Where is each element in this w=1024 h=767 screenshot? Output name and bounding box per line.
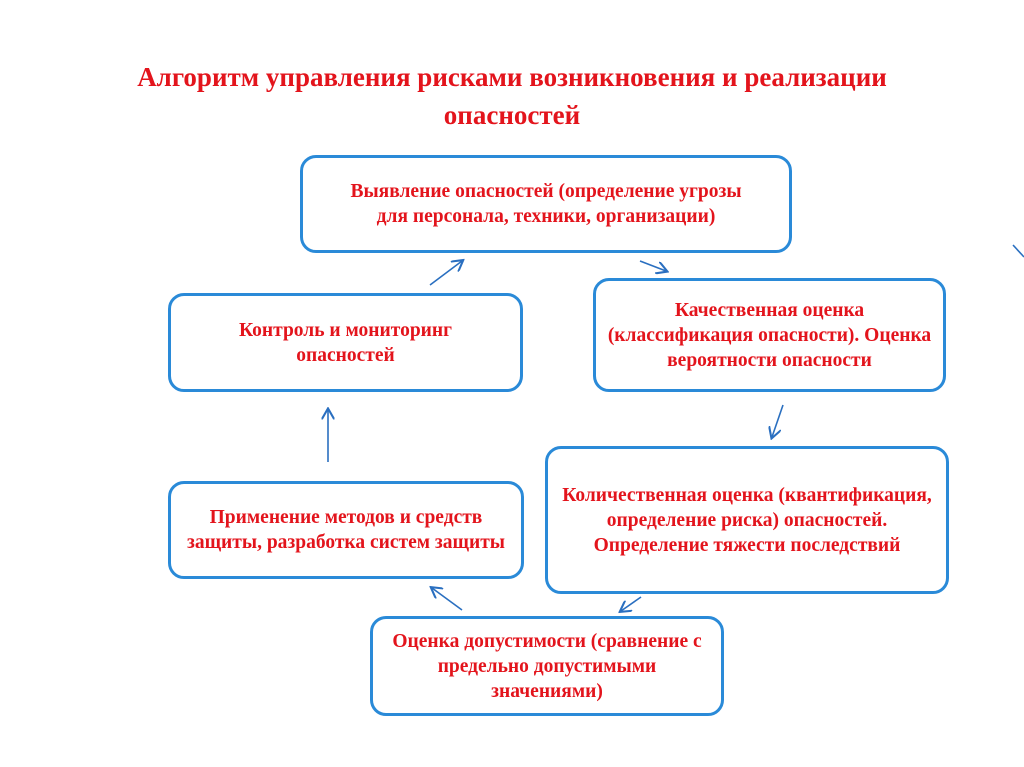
arrow-identification-to-qualitative (639, 260, 666, 271)
step-acceptability-assessment: Оценка допустимости (сравнение с предель… (370, 616, 724, 716)
arrow-qualitative-to-quantitative (772, 404, 784, 437)
step-protection-methods: Применение методов и средств защиты, раз… (168, 481, 524, 579)
step-quantitative-assessment: Количественная оценка (квантификация, оп… (545, 446, 949, 594)
page-title: Алгоритм управления рисками возникновени… (137, 62, 887, 130)
step-qualitative-assessment: Качественная оценка (классификация опасн… (593, 278, 946, 392)
arrow-quantitative-to-acceptability (621, 596, 642, 611)
arrow-acceptability-to-protection (432, 588, 463, 611)
edge-mark (1012, 244, 1024, 258)
step-hazard-identification: Выявление опасностей (определение угрозы… (300, 155, 792, 253)
arrow-monitoring-to-identification (429, 261, 462, 286)
step-control-monitoring: Контроль и мониторинг опасностей (168, 293, 523, 392)
